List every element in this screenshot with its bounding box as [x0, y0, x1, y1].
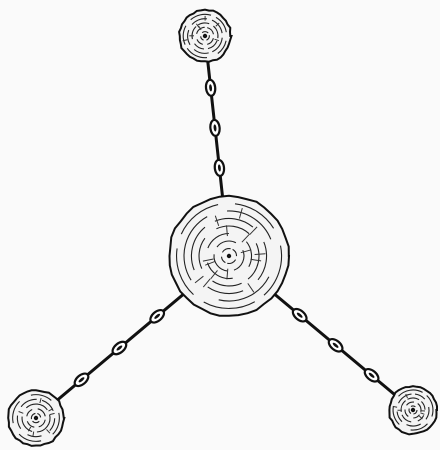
- center-log-round-pith: [227, 254, 231, 258]
- outer-log-round-bottom-left: [8, 390, 64, 446]
- center-log-round: [170, 196, 290, 316]
- outer-log-round-top-pith: [203, 34, 207, 38]
- outer-log-round-bottom-right-pith: [411, 408, 415, 412]
- outer-log-round-bottom-right: [389, 386, 437, 434]
- center-log-round-grain-line: [255, 254, 266, 255]
- outer-log-round-top: [179, 10, 231, 62]
- outer-log-round-bottom-left-pith: [34, 416, 38, 420]
